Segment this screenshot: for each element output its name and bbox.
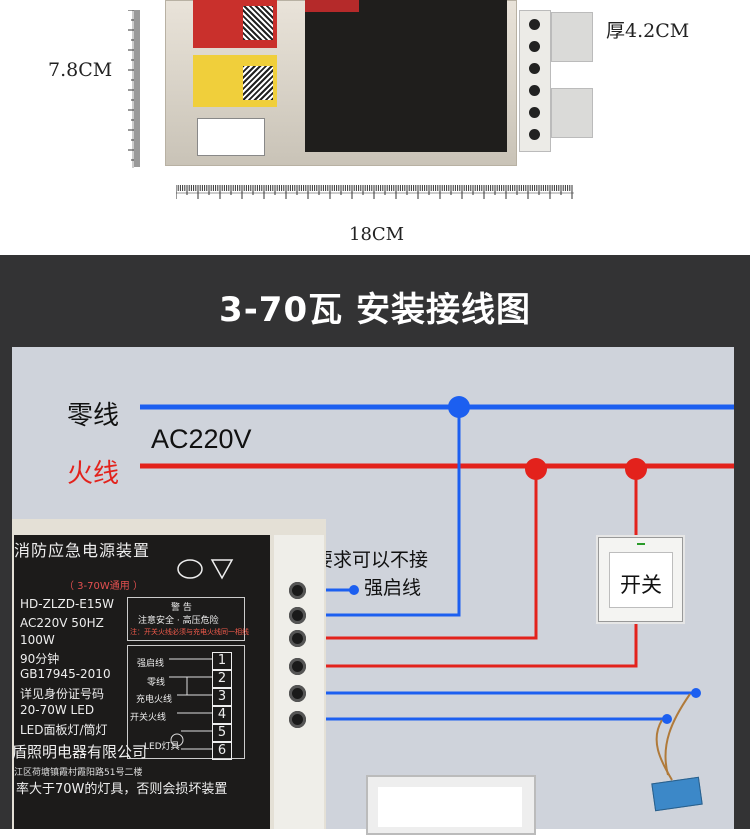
- lamp-cable: [655, 719, 673, 781]
- device-title: 消防应急电源装置: [14, 541, 151, 560]
- force-start-label: 强启线: [364, 577, 422, 599]
- neutral-junction: [448, 396, 470, 418]
- neutral-wire-label: 零线: [67, 401, 120, 431]
- device-subtitle: （ 3-70W通用 ）: [64, 581, 143, 592]
- spec-model: HD-ZLZD-E15W: [20, 597, 115, 611]
- page-title: 3-70瓦 安装接线图: [219, 290, 531, 330]
- indicator-light: [637, 543, 645, 545]
- spec-power: 100W: [20, 633, 55, 647]
- terminal-map: [127, 645, 245, 759]
- terminal-cover: [551, 88, 593, 138]
- wall-switch[interactable]: 开关: [598, 537, 683, 622]
- live-junction: [525, 458, 547, 480]
- terminal-cover: [551, 12, 593, 62]
- live-wire-label: 火线: [67, 459, 120, 489]
- terminal-label: 开关火线: [130, 713, 167, 723]
- terminal-block: [274, 535, 324, 829]
- warning-text: 注意安全 · 高压危险: [138, 616, 219, 626]
- warning-box: [127, 597, 245, 641]
- device-nameplate-small: [305, 0, 507, 152]
- spec-lamp-type: LED面板灯/筒灯: [20, 723, 108, 737]
- terminal-number: 5: [212, 724, 232, 742]
- terminal-screw: [289, 711, 306, 728]
- terminal-number: 6: [212, 742, 232, 760]
- terminal-label: 充电火线: [136, 695, 173, 705]
- terminal-number: 4: [212, 706, 232, 724]
- fire-cert-icon: [210, 559, 234, 580]
- terminal-screw: [289, 658, 306, 675]
- certification-icons: [177, 559, 234, 580]
- switch-label: 开关: [620, 573, 662, 597]
- qr-code: [243, 6, 273, 40]
- terminal-screw: [289, 607, 306, 624]
- terminal-screw: [289, 630, 306, 647]
- terminal-label: 强启线: [137, 659, 165, 669]
- terminal-number: 3: [212, 688, 232, 706]
- spec-id: 详见身份证号码: [20, 687, 105, 701]
- switch-live-wire: [300, 620, 638, 668]
- terminal-screw: [289, 685, 306, 702]
- switch-rocker[interactable]: 开关: [609, 552, 673, 608]
- voltage-label: AC220V: [151, 424, 252, 454]
- spec-duration: 90分钟: [20, 652, 60, 666]
- company-address: 江区荷塘镇霞村霞阳路51号二楼: [14, 768, 143, 778]
- spec-standard: GB17945-2010: [20, 667, 111, 681]
- lamp-connector: [691, 688, 701, 698]
- product-photo-section: 7.8CM 厚4.2CM 18CM: [0, 0, 750, 255]
- terminal-number: 1: [212, 652, 232, 670]
- ccc-icon: [177, 559, 203, 579]
- qr-code: [243, 66, 273, 100]
- neutral-drop-wire: [300, 407, 461, 617]
- terminal-screw: [289, 582, 306, 599]
- spec-lamp-range: 20-70W LED: [20, 703, 95, 717]
- lamp-cable: [664, 693, 691, 776]
- warning-title: 警 告: [171, 603, 192, 613]
- terminal-dot: [349, 585, 359, 595]
- thickness-dimension: 厚4.2CM: [606, 20, 690, 42]
- lamp-connector: [662, 714, 672, 724]
- charge-live-wire: [300, 466, 538, 640]
- device-photo: [165, 0, 595, 170]
- spec-voltage: AC220V 50HZ: [20, 616, 104, 630]
- company-name: 盾照明电器有限公司: [12, 743, 148, 761]
- terminal-label: 零线: [147, 678, 166, 688]
- live-junction: [625, 458, 647, 480]
- led-panel-lamp: [366, 775, 536, 835]
- vertical-ruler: [128, 10, 140, 168]
- terminal-number: 2: [212, 670, 232, 688]
- horizontal-ruler: [176, 185, 574, 199]
- emergency-power-device: [12, 519, 326, 829]
- terminal-connection-lines: [169, 658, 212, 750]
- width-dimension: 18CM: [349, 224, 405, 245]
- terminal-block-small: [519, 10, 551, 152]
- height-dimension: 7.8CM: [48, 59, 113, 81]
- power-warning: 率大于70W的灯具，否则会损坏装置: [16, 782, 228, 797]
- certificate-label: [197, 118, 265, 156]
- terminal-label: LED灯具: [144, 742, 180, 752]
- warning-note: 注：开关火线必须与充电火线同一相线: [130, 628, 249, 636]
- device-nameplate: [14, 535, 270, 829]
